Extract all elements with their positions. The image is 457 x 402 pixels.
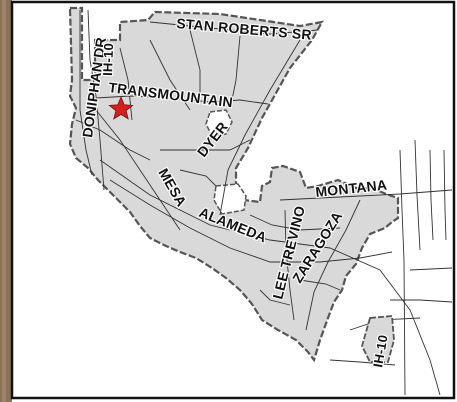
label-ih10-south: IH-10: [370, 334, 390, 369]
annex-boundary: [361, 315, 395, 363]
label-ih10-north: IH-10: [100, 43, 116, 76]
park-hole: [205, 109, 233, 137]
airport-hole: [213, 183, 247, 215]
map-frame: [10, 0, 456, 400]
road-grid-f: [179, 169, 217, 187]
road-i10-north: [87, 9, 105, 191]
road-grid-i: [259, 289, 291, 306]
road-dyer: [219, 39, 301, 216]
road-stan-roberts: [149, 21, 319, 35]
road-east-8: [409, 267, 453, 271]
photo-strip-highlight: [2, 0, 6, 402]
road-east-2: [414, 139, 421, 251]
road-grid-d: [231, 35, 241, 101]
road-i10-south: [99, 159, 441, 396]
road-grid-c: [189, 29, 201, 100]
road-grid-g: [249, 214, 341, 231]
road-east-4: [443, 149, 447, 241]
road-grid-b: [149, 39, 191, 111]
road-zaragoza: [305, 199, 361, 331]
road-east-1: [399, 149, 406, 396]
road-doniphan: [79, 10, 93, 176]
road-east-3: [429, 149, 434, 241]
road-grid-h: [299, 279, 341, 291]
road-east-5: [390, 299, 453, 303]
star-marker-icon: [108, 95, 134, 120]
road-transmountain: [95, 95, 269, 105]
road-loop-west: [75, 119, 151, 161]
road-lee-trevino: [284, 209, 295, 321]
road-mesa: [95, 109, 181, 231]
road-grid-e: [160, 139, 251, 151]
road-east-7: [329, 359, 396, 366]
